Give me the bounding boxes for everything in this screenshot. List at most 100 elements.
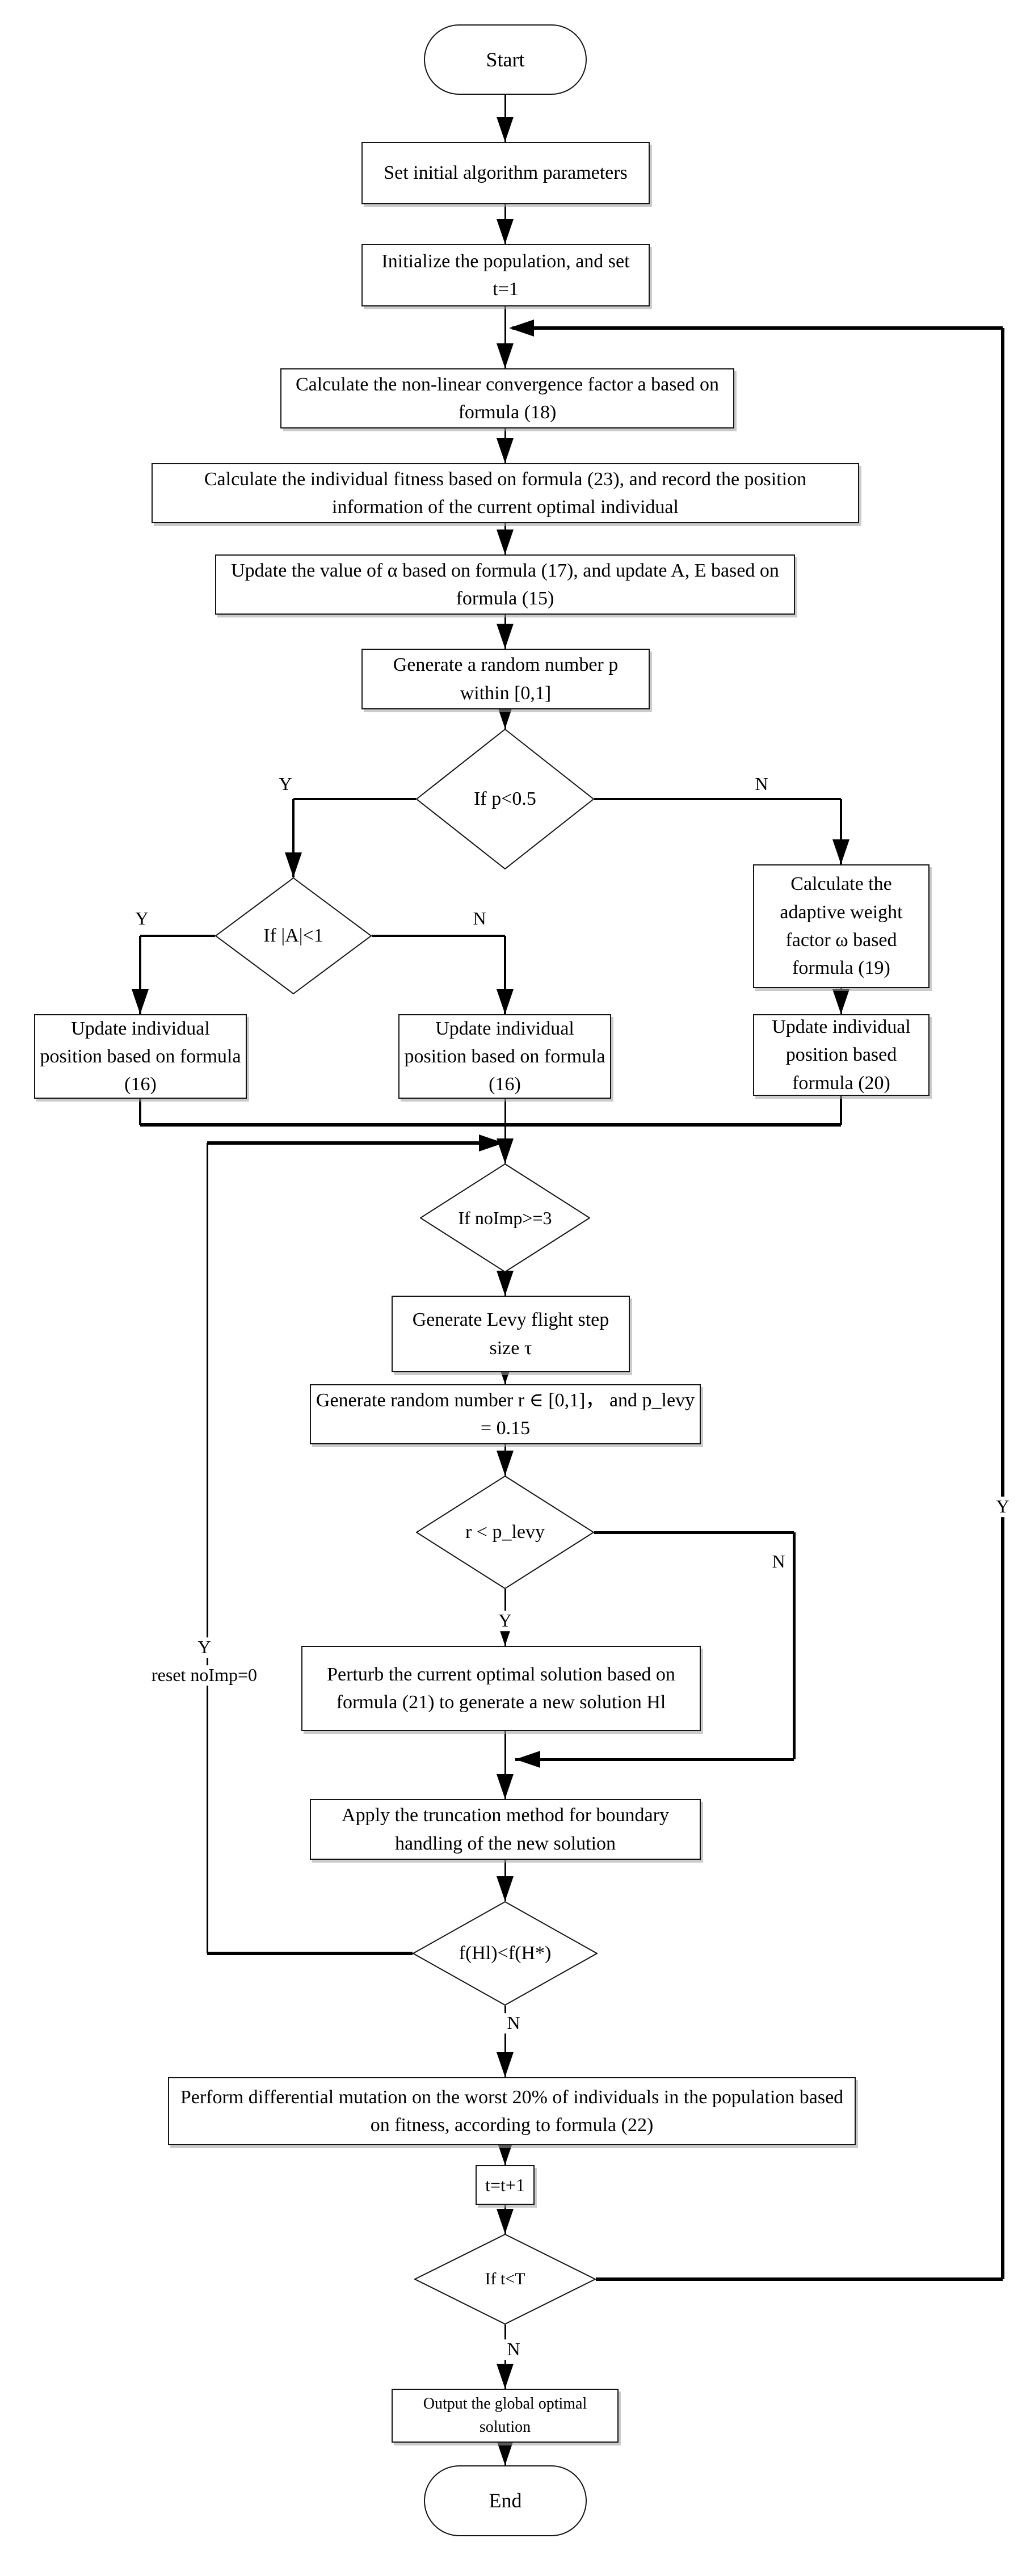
- branch-label: Y: [275, 774, 296, 795]
- arrowhead-down-icon: [497, 117, 514, 142]
- flow-line: [206, 1143, 208, 1953]
- branch-label: N: [768, 1552, 789, 1572]
- truncation-label: Apply the truncation method for boundary…: [342, 1805, 669, 1854]
- arrowhead-down-icon: [497, 438, 514, 463]
- flow-line: [512, 326, 1003, 330]
- node-gen-levy: Generate Levy flight step size τ: [392, 1296, 630, 1372]
- flow-line: [140, 935, 215, 937]
- arrowhead-down-icon: [497, 530, 514, 554]
- arrowhead-down-icon: [497, 989, 514, 1014]
- node-calc-convergence: Calculate the non-linear convergence fac…: [280, 368, 734, 428]
- arrowhead-left-icon: [515, 1751, 540, 1768]
- if-rlevy-label: r < p_levy: [465, 1522, 545, 1543]
- flow-line: [840, 1096, 842, 1125]
- node-t-increment: t=t+1: [476, 2165, 535, 2205]
- arrowhead-down-icon: [497, 2364, 514, 2389]
- arrowhead-down-icon: [497, 624, 514, 649]
- arrowhead-down-icon: [497, 219, 514, 244]
- branch-label: Y: [131, 909, 153, 929]
- flow-line: [1001, 328, 1004, 2279]
- node-diff-mutation: Perform differential mutation on the wor…: [168, 2077, 856, 2145]
- node-perturb: Perturb the current optimal solution bas…: [301, 1646, 701, 1731]
- arrowhead-down-icon: [497, 2440, 514, 2465]
- flow-line: [292, 799, 295, 877]
- flow-line: [792, 1532, 796, 1759]
- node-if-fhl: f(Hl)<f(H*): [413, 1901, 598, 2006]
- flow-line: [504, 2006, 506, 2077]
- branch-label: reset noImp=0: [148, 1665, 261, 1686]
- node-end: End: [424, 2465, 587, 2536]
- flow-line: [594, 798, 841, 800]
- branch-label: Y: [194, 1637, 215, 1658]
- branch-label: N: [751, 774, 772, 795]
- flow-line: [840, 799, 842, 864]
- decision-diamond-shape: [215, 877, 372, 994]
- arrowhead-down-icon: [497, 2209, 514, 2234]
- flow-line: [140, 1123, 841, 1127]
- update-pos-left-label: Update individual position based on form…: [40, 1018, 241, 1095]
- if-a-label: If |A|<1: [263, 925, 323, 947]
- node-output: Output the global optimal solution: [392, 2389, 619, 2443]
- flow-line: [504, 936, 506, 1014]
- flow-line: [596, 2277, 1003, 2281]
- flow-line: [504, 306, 506, 368]
- if-t-label: If t<T: [485, 2270, 525, 2289]
- t-increment-label: t=t+1: [485, 2174, 525, 2195]
- decision-diamond-shape: [420, 1163, 590, 1272]
- arrowhead-left-icon: [509, 320, 534, 337]
- update-pos-right-label: Update individual position based formula…: [772, 1016, 911, 1094]
- node-update-alpha: Update the value of α based on formula (…: [215, 554, 795, 615]
- node-init-pop: Initialize the population, and set t=1: [361, 244, 650, 306]
- node-if-noimp: If noImp>=3: [420, 1163, 590, 1272]
- arrowhead-down-icon: [497, 1774, 514, 1799]
- if-p-label: If p<0.5: [474, 788, 536, 810]
- flow-line: [139, 1099, 141, 1125]
- node-calc-fitness: Calculate the individual fitness based o…: [152, 463, 859, 523]
- set-params-label: Set initial algorithm parameters: [384, 162, 628, 184]
- arrowhead-down-icon: [497, 343, 514, 368]
- gen-random-r-label: Generate random number r ∈ [0,1]， and p_…: [316, 1389, 695, 1439]
- decision-diamond-shape: [416, 729, 594, 869]
- start-label: Start: [486, 48, 525, 71]
- flow-line: [207, 1141, 501, 1145]
- node-update-pos-left: Update individual position based on form…: [34, 1014, 247, 1099]
- calc-convergence-label: Calculate the non-linear convergence fac…: [295, 373, 720, 423]
- arrowhead-down-icon: [497, 1138, 514, 1163]
- arrowhead-down-icon: [497, 1271, 514, 1296]
- diff-mutation-label: Perform differential mutation on the wor…: [180, 2086, 844, 2136]
- gen-levy-label: Generate Levy flight step size τ: [412, 1309, 609, 1359]
- branch-label: Y: [992, 1497, 1013, 1517]
- node-update-pos-right: Update individual position based formula…: [753, 1014, 930, 1096]
- flow-line: [594, 1531, 794, 1534]
- branch-label: N: [503, 2013, 524, 2033]
- gen-random-p-label: Generate a random number p within [0,1]: [393, 654, 619, 704]
- arrowhead-down-icon: [497, 1451, 514, 1476]
- calc-omega-label: Calculate the adaptive weight factor ω b…: [780, 873, 903, 979]
- flow-line: [207, 1952, 413, 1955]
- node-if-t: If t<T: [414, 2234, 596, 2325]
- branch-label: N: [469, 909, 490, 929]
- node-update-pos-mid: Update individual position based on form…: [398, 1014, 611, 1099]
- node-if-p: If p<0.5: [416, 729, 594, 869]
- flow-line: [504, 1099, 506, 1125]
- arrowhead-down-icon: [832, 989, 849, 1014]
- arrowhead-down-icon: [497, 2052, 514, 2077]
- branch-label: Y: [494, 1611, 516, 1631]
- flow-line: [139, 936, 141, 1014]
- perturb-label: Perturb the current optimal solution bas…: [327, 1663, 675, 1713]
- init-pop-label: Initialize the population, and set t=1: [381, 250, 630, 300]
- node-gen-random-r: Generate random number r ∈ [0,1]， and p_…: [310, 1384, 701, 1444]
- arrowhead-down-icon: [832, 839, 849, 864]
- branch-label: N: [503, 2339, 524, 2360]
- if-fhl-label: f(Hl)<f(H*): [459, 1943, 552, 1964]
- node-set-params: Set initial algorithm parameters: [361, 142, 650, 204]
- node-start: Start: [424, 24, 587, 95]
- decision-diamond-shape: [413, 1901, 598, 2006]
- flow-line: [504, 1731, 506, 1799]
- calc-fitness-label: Calculate the individual fitness based o…: [204, 468, 807, 518]
- update-alpha-label: Update the value of α based on formula (…: [231, 560, 779, 609]
- flow-line: [372, 935, 505, 937]
- flow-line: [293, 798, 416, 800]
- arrowhead-down-icon: [497, 1876, 514, 1901]
